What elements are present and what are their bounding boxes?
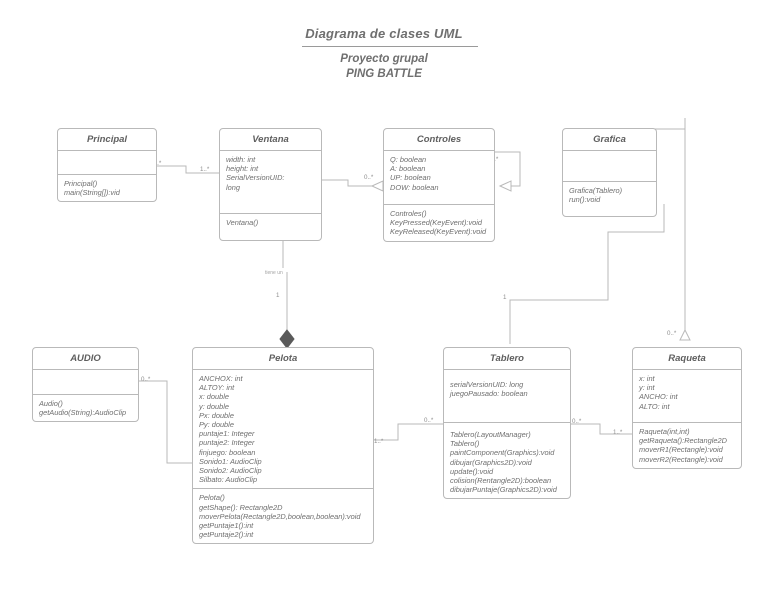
edge-label-ventana-pelota: tiene un (265, 270, 283, 276)
class-name-ventana: Ventana (220, 129, 321, 151)
class-attributes-audio (33, 370, 138, 395)
class-box-principal[interactable]: Principal Principal() main(String[]):vid (57, 128, 157, 203)
class-name-principal: Principal (58, 129, 156, 151)
class-name-tablero: Tablero (444, 348, 570, 370)
class-name-raqueta: Raqueta (633, 348, 741, 370)
class-methods-audio: Audio() getAudio(String):AudioClip (39, 399, 127, 418)
class-box-controles[interactable]: Controles Q: boolean A: boolean UP: bool… (383, 128, 495, 242)
class-attributes-raqueta: x: int y: int ANCHO: int ALTO: int (633, 370, 741, 423)
class-box-raqueta[interactable]: Raqueta x: int y: int ANCHO: int ALTO: i… (632, 347, 742, 469)
class-methods-raqueta: Raqueta(int,int) getRaqueta():Rectangle2… (639, 427, 727, 464)
class-attributes-ventana: width: int height: int SerialVersionUID:… (220, 151, 321, 214)
class-box-grafica[interactable]: Grafica Grafica(Tablero) run():void (562, 128, 657, 217)
subtitle-project: Proyecto grupal (340, 53, 428, 65)
multiplicity-raqueta-in: 1..* (613, 429, 623, 436)
class-box-ventana[interactable]: Ventana width: int height: int SerialVer… (219, 128, 322, 241)
class-box-tablero[interactable]: Tablero serialVersionUID: long juegoPaus… (443, 347, 571, 500)
class-box-audio[interactable]: AUDIO Audio() getAudio(String):AudioClip (32, 347, 139, 423)
class-attributes-controles: Q: boolean A: boolean UP: boolean DOW: b… (384, 151, 494, 205)
class-name-audio: AUDIO (33, 348, 138, 370)
page-title: Diagrama de clases UML (305, 26, 463, 41)
class-methods-principal: Principal() main(String[]):vid (64, 179, 120, 198)
class-methods-tablero: Tablero(LayoutManager) Tablero() paintCo… (450, 430, 557, 495)
class-attributes-pelota: ANCHOX: int ALTOY: int x: double y: doub… (193, 370, 373, 490)
class-methods-ventana: Ventana() (226, 218, 259, 227)
class-name-pelota: Pelota (193, 348, 373, 370)
multiplicity-pelota-out: 1..* (374, 438, 384, 445)
class-attributes-grafica (563, 151, 656, 182)
class-methods-controles: Controles() KeyPressed(KeyEvent):void Ke… (390, 209, 487, 237)
class-methods-grafica: Grafica(Tablero) run():void (569, 186, 623, 205)
multiplicity-ventana-in: 1..* (200, 166, 210, 173)
multiplicity-controles-in: 0..* (364, 174, 374, 181)
class-name-grafica: Grafica (563, 129, 656, 151)
multiplicity-tablero-out: 0..* (572, 418, 582, 425)
subtitle-game: PING BATTLE (346, 68, 422, 80)
multiplicity-ventana-pelota: 1 (276, 292, 280, 299)
class-attributes-tablero: serialVersionUID: long juegoPausado: boo… (444, 370, 570, 423)
multiplicity-raqueta-top: 0..* (667, 330, 677, 337)
multiplicity-grafica-tablero: 1 (503, 294, 507, 301)
multiplicity-tablero-in: 0..* (424, 417, 434, 424)
title-underline (302, 46, 478, 47)
class-methods-pelota: Pelota() getShape(): Rectangle2D moverPe… (199, 493, 361, 540)
multiplicity-audio-out: 0..* (141, 376, 151, 383)
class-box-pelota[interactable]: Pelota ANCHOX: int ALTOY: int x: double … (192, 347, 374, 545)
class-attributes-principal (58, 151, 156, 175)
class-name-controles: Controles (384, 129, 494, 151)
